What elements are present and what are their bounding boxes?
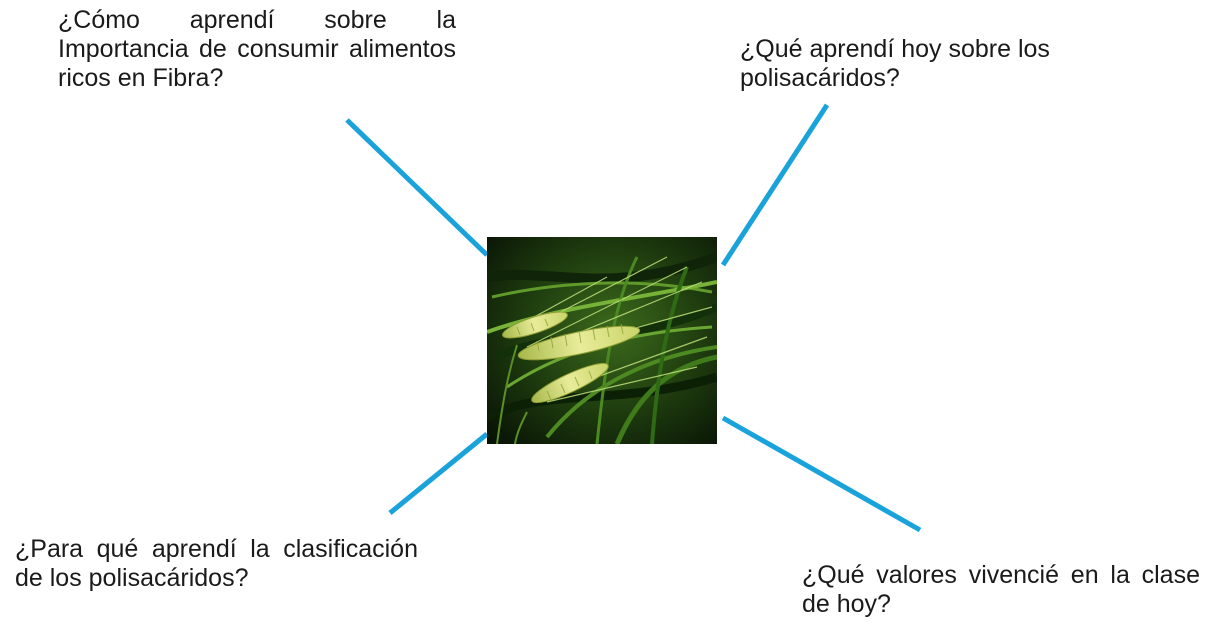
connector-top-left	[345, 118, 489, 257]
barley-illustration	[487, 237, 717, 444]
question-top-right: ¿Qué aprendí hoy sobre los polisacáridos…	[740, 35, 1050, 92]
connector-bottom-right	[721, 415, 922, 533]
connector-bottom-left	[388, 432, 489, 515]
connector-top-right	[720, 103, 830, 267]
question-bottom-right: ¿Qué valores vivencié en la clase de hoy…	[802, 561, 1200, 618]
barley-photo	[487, 237, 717, 444]
question-bottom-left: ¿Para qué aprendí la clasificación de lo…	[15, 535, 418, 592]
question-top-left: ¿Cómo aprendí sobre la Importancia de co…	[58, 6, 456, 92]
